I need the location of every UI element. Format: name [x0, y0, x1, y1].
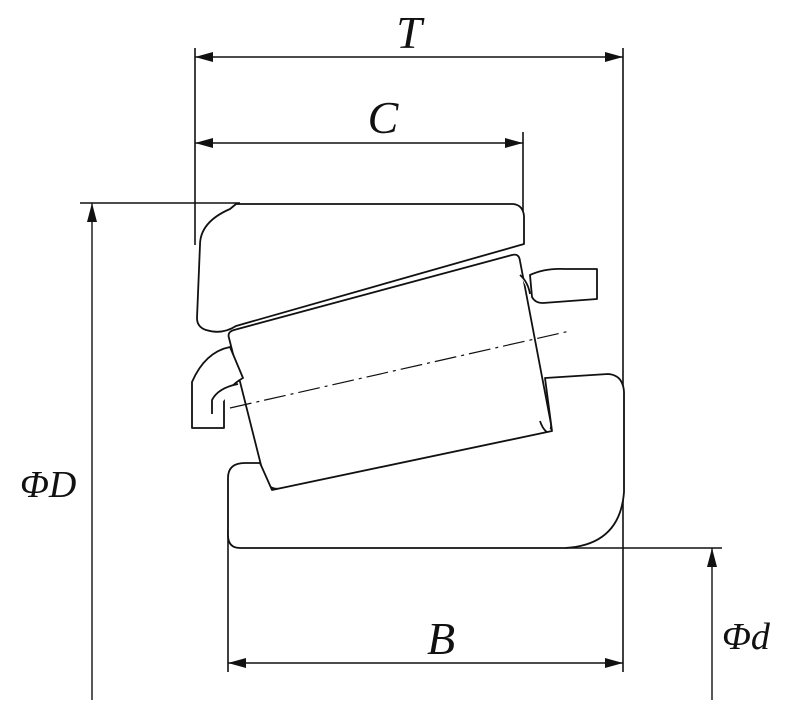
roller-axis-centerline	[229, 330, 571, 409]
outer-ring-cup	[196, 203, 525, 333]
arrowhead-T-right	[605, 52, 623, 62]
arrowhead-B-left	[228, 658, 246, 668]
cage-right	[529, 267, 598, 304]
dimension-D: ΦD	[20, 203, 97, 700]
bearing-section	[191, 203, 625, 549]
extension-lines	[80, 48, 722, 672]
roller-relief-upper	[519, 274, 531, 295]
cage-left	[191, 346, 244, 429]
label-d: Φd	[722, 616, 771, 658]
arrowhead-T-left	[195, 52, 213, 62]
dimension-C: C	[195, 92, 523, 148]
arrowhead-D-top	[87, 203, 97, 222]
label-B: B	[427, 613, 455, 664]
dimension-B: B	[228, 613, 623, 668]
arrowhead-C-left	[195, 138, 213, 148]
dimension-d: Φd	[707, 548, 771, 700]
label-C: C	[368, 92, 400, 143]
inner-ring-cone	[227, 373, 625, 549]
arrowhead-B-right	[605, 658, 623, 668]
label-T: T	[396, 7, 425, 58]
arrowhead-C-right	[505, 138, 523, 148]
dimension-T: T	[195, 7, 623, 62]
cage-left-inner-edge	[211, 383, 239, 414]
arrowhead-d-top	[707, 548, 717, 567]
label-D: ΦD	[20, 464, 76, 506]
